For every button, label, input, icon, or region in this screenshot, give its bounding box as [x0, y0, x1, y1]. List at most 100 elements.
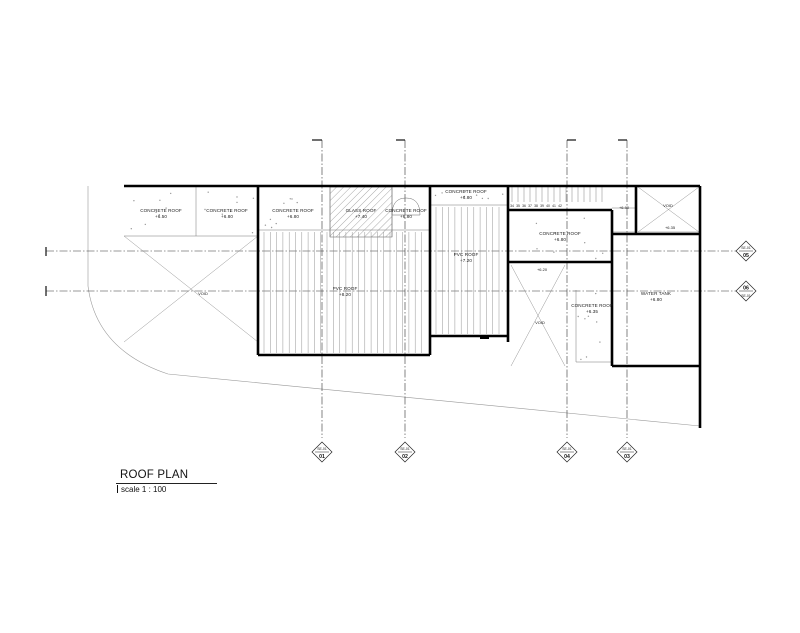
grid-label: 02 [402, 454, 408, 460]
texture-dot [595, 292, 597, 295]
texture-dot [289, 198, 291, 200]
wall-tab [480, 335, 489, 339]
texture-dot [229, 210, 232, 213]
drawing-title: ROOF PLAN [120, 469, 189, 481]
texture-dot [584, 242, 586, 244]
site-outline [87, 186, 701, 427]
stair-number: 42 [558, 204, 562, 208]
concrete-roof-a-name: CONCRETE ROOF [140, 208, 182, 213]
grid-bubble-06: 06 SE-01 [735, 280, 757, 302]
texture-dot [159, 199, 161, 201]
stair-number: 36 [522, 204, 526, 208]
texture-dot [599, 341, 601, 343]
texture-dot [583, 217, 585, 219]
staircase [511, 187, 603, 202]
pvc-roof-main-stripes [263, 232, 422, 353]
pvc-roof-main-name: PVC ROOF [333, 286, 358, 291]
void-west-label: VOID [198, 291, 208, 296]
texture-dot [207, 191, 209, 193]
texture-dot [130, 228, 132, 230]
grid-end-marks [45, 139, 627, 296]
void-crosses [123, 186, 700, 367]
walls [124, 184, 702, 428]
texture-dot [535, 222, 538, 225]
stair-level: +6.90 [619, 205, 630, 210]
texture-dot [204, 208, 206, 211]
title-underline [116, 483, 217, 484]
texture-dot [270, 226, 273, 229]
pvc-roof-main-level: +8.20 [339, 292, 351, 297]
texture-dot [553, 251, 555, 253]
void-central-label: VOID [535, 320, 545, 325]
glass-roof-level: +7.40 [355, 214, 367, 219]
texture-dot [155, 211, 157, 213]
grid-bubble-05: SE-01 05 [735, 240, 757, 262]
concrete-roof-e-name: CONCRETE ROOF [445, 189, 487, 194]
concrete-roof-b-name: CONCRETE ROOF [206, 208, 248, 213]
texture-dot [587, 315, 590, 317]
concrete-roof-f-name: CONCRETE ROOF [539, 231, 581, 236]
grid-label: 01 [319, 454, 325, 460]
texture-dot [291, 198, 293, 200]
grid-bubble-01: SE-01 01 [311, 441, 333, 463]
stair-number: 37 [528, 204, 532, 208]
grid-bubble-03: SE-01 03 [616, 441, 638, 463]
scale-marker [117, 485, 118, 493]
grid-label: 04 [564, 454, 570, 460]
texture-dot [602, 252, 604, 254]
stair-number: 41 [552, 204, 556, 208]
drawing-scale: scale 1 : 100 [121, 485, 167, 494]
grid-ref: SE-01 [562, 447, 572, 451]
texture-dot [441, 192, 443, 194]
texture-dot [158, 214, 160, 216]
concrete-roof-f-level: +6.80 [554, 237, 566, 242]
texture-dot [554, 232, 556, 234]
concrete-texture-dots [130, 190, 604, 361]
concrete-roof-a-level: +6.50 [155, 214, 167, 219]
texture-dot [464, 190, 466, 192]
thin-partitions [124, 187, 699, 363]
pvc-roof-mid-stripes [435, 207, 500, 334]
texture-dot [584, 318, 586, 320]
level-620: +6.20 [537, 267, 548, 272]
texture-dot [170, 192, 172, 195]
texture-dot [144, 223, 146, 226]
texture-dot [275, 222, 277, 225]
concrete-roof-g-name: CONCRETE ROOF [571, 303, 613, 308]
grid-ref: SE-01 [741, 246, 751, 250]
texture-dot [434, 194, 437, 197]
grid-label: 05 [743, 253, 749, 259]
texture-dot [221, 213, 223, 215]
grid-bubble-02: SE-01 02 [394, 441, 416, 463]
texture-dot [264, 224, 267, 226]
grid-ref: SE-01 [400, 447, 410, 451]
concrete-roof-d-name: CONCRETE ROOF [385, 208, 427, 213]
glass-roof-hatch [329, 186, 393, 238]
void-ne-label: VOID [663, 203, 673, 208]
concrete-roof-c-level: +6.80 [287, 214, 299, 219]
texture-dot [283, 202, 285, 204]
stair-number: 39 [540, 204, 544, 208]
glass-roof-name: GLASS ROOF [346, 208, 377, 213]
void-ne-level: +6.35 [665, 225, 676, 230]
skylight-symbol [391, 197, 421, 216]
stair-numbers: 34 35 36 37 38 39 40 41 42 [510, 204, 562, 208]
texture-dot [252, 197, 255, 199]
concrete-roof-b-level: +6.80 [221, 214, 233, 219]
texture-dot [596, 321, 598, 323]
room-labels: CONCRETE ROOF +6.50 CONCRETE ROOF +6.80 … [140, 189, 676, 325]
texture-dot [133, 200, 135, 202]
concrete-roof-d-level: +6.80 [400, 214, 412, 219]
stair-number: 38 [534, 204, 538, 208]
concrete-roof-g-level: +6.35 [586, 309, 598, 314]
concrete-roof-c-name: CONCRETE ROOF [272, 208, 314, 213]
water-tank-name: WATER TANK [641, 291, 672, 296]
texture-dot [269, 218, 272, 221]
stair-number: 40 [546, 204, 550, 208]
texture-dot [236, 201, 238, 204]
pvc-roof-mid-level: +7.20 [460, 258, 472, 263]
concrete-roof-e-level: +6.80 [460, 195, 472, 200]
texture-dot [296, 201, 298, 204]
texture-dot [536, 248, 538, 250]
